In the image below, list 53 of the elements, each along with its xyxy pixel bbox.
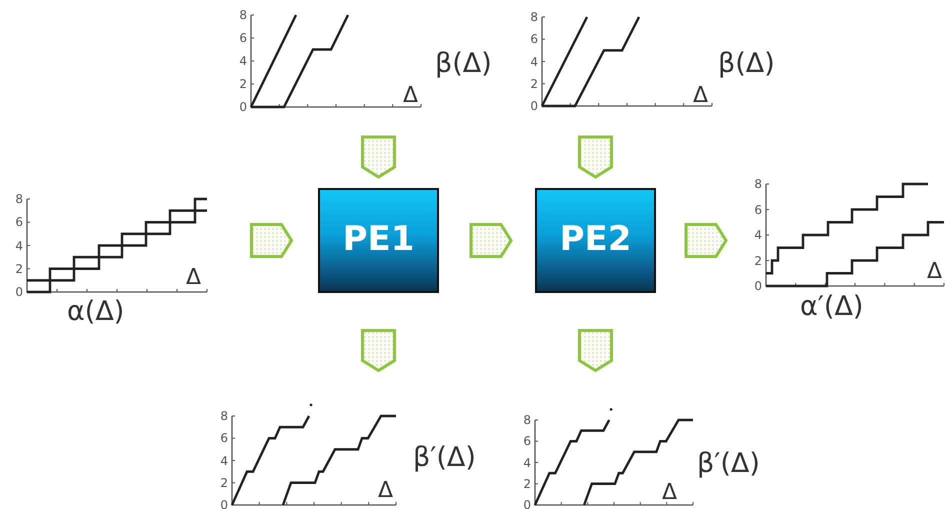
- chevron-arrow: [684, 223, 728, 258]
- chevron-arrow: [470, 223, 513, 258]
- axis-tick-label: 4: [238, 54, 247, 68]
- processor-box: [535, 188, 656, 293]
- axis-tick-label: 2: [529, 76, 538, 91]
- axis-tick-label: 8: [238, 8, 247, 22]
- axis-tick-label: 2: [522, 476, 531, 491]
- axis-tick-label: 2: [238, 77, 247, 91]
- chevron-arrow: [250, 223, 294, 258]
- axis-tick-label: 6: [14, 215, 23, 230]
- axis-tick-label: 6: [753, 202, 762, 216]
- axis-tick-label: 2: [753, 254, 762, 268]
- axis-tick-label: 6: [238, 31, 247, 45]
- chevron-arrow: [578, 329, 613, 372]
- chevron-arrow: [578, 136, 613, 179]
- axis-tick-label: 4: [529, 54, 538, 68]
- axis-tick-label: 4: [522, 456, 531, 470]
- axis-label: Δ: [378, 479, 394, 503]
- axis-tick-label: 0: [238, 100, 247, 114]
- axis-tick-label: 0: [522, 498, 531, 509]
- axis-tick-label: 0: [14, 285, 23, 299]
- axis-tick-label: 6: [219, 431, 228, 446]
- chevron-arrow: [361, 329, 396, 372]
- axis-label: Δ: [403, 84, 418, 108]
- axis-tick-label: 8: [522, 413, 531, 427]
- axis-label: Δ: [693, 84, 708, 108]
- processor-label: PE1: [342, 220, 416, 258]
- axis-tick-label: 0: [529, 99, 538, 113]
- axis-tick-label: 6: [529, 32, 538, 46]
- axis-tick-label: 8: [753, 177, 762, 191]
- curve-label: α′(Δ): [800, 291, 864, 323]
- axis-tick-label: 0: [753, 279, 762, 293]
- axis-tick-label: 0: [219, 498, 228, 509]
- axis-tick-label: 2: [14, 262, 23, 276]
- axis-tick-label: 4: [14, 238, 23, 252]
- axis-label: Δ: [927, 260, 942, 284]
- axis-tick-label: 8: [529, 10, 538, 24]
- axis-tick-label: 8: [219, 409, 228, 423]
- curve-label: α(Δ): [67, 296, 124, 328]
- curve-label: β(Δ): [718, 48, 775, 80]
- curve-label: β(Δ): [435, 48, 492, 80]
- axis-tick-label: 4: [753, 228, 762, 242]
- axis-tick-label: 2: [219, 476, 228, 490]
- processor-label: PE2: [558, 220, 632, 258]
- curve-label: β′(Δ): [697, 448, 760, 480]
- axis-tick-label: 8: [14, 192, 23, 206]
- axis-label: Δ: [662, 481, 678, 505]
- axis-tick-label: 4: [219, 454, 228, 468]
- axis-label: Δ: [186, 266, 202, 290]
- processor-box: [318, 188, 439, 293]
- curve-label: β′(Δ): [413, 442, 476, 474]
- chevron-arrow: [361, 136, 396, 179]
- axis-tick-label: 6: [522, 434, 531, 448]
